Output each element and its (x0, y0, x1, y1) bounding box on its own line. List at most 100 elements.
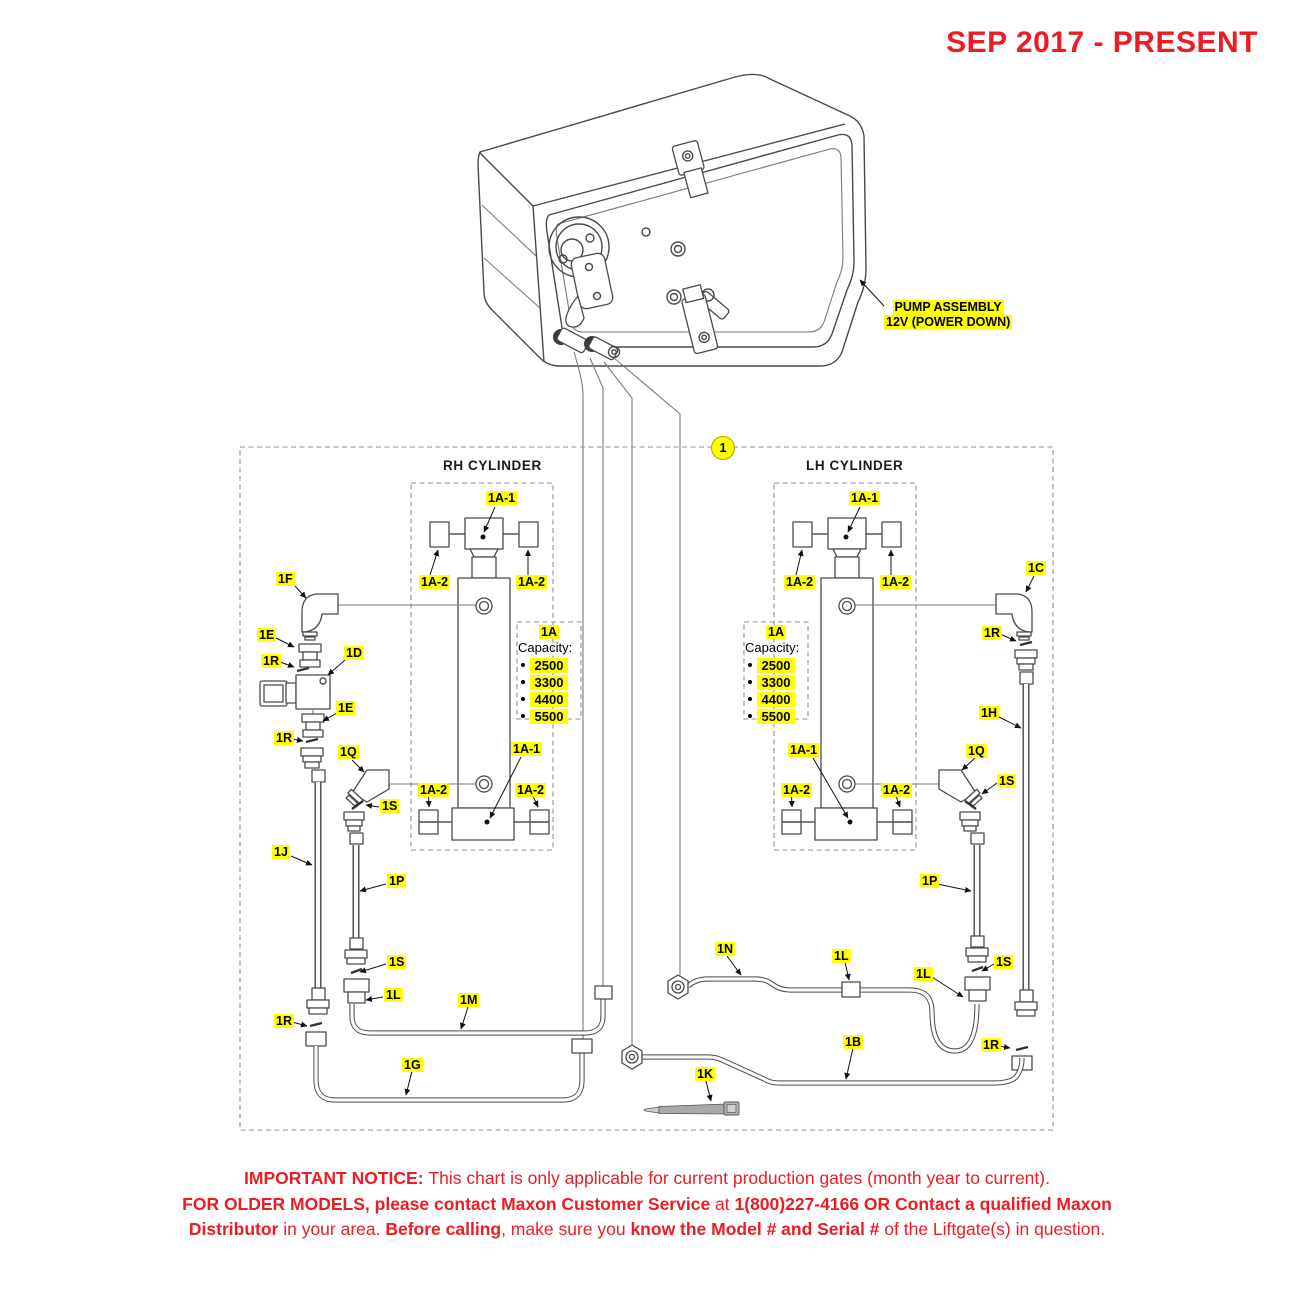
fitting-1e-upper (298, 643, 322, 668)
leader-arrows (275, 279, 1035, 1102)
capacity-heading: Capacity: (518, 640, 573, 655)
part-label-1a-2: 1A-2 (418, 783, 450, 797)
banjo-fitting-1n (667, 974, 689, 1000)
part-label-1q: 1Q (338, 745, 359, 759)
part-label-1s: 1S (380, 799, 400, 813)
fitting-1l-right (964, 976, 991, 1002)
tube-1m (349, 985, 613, 1036)
tube-1b (642, 1054, 1025, 1086)
oring-1r-2 (305, 737, 319, 744)
oring-1r-3 (309, 1021, 323, 1028)
oring-1r-4 (1019, 640, 1033, 647)
capacity-row: 5500 (518, 708, 580, 724)
cable-tie-1k (643, 1101, 740, 1116)
elbow-fitting-1q-right (938, 769, 983, 807)
part-label-1a-2: 1A-2 (516, 575, 548, 589)
part-label-1l: 1L (914, 967, 933, 981)
part-label-1e: 1E (257, 628, 277, 642)
notice-line: IMPORTANT NOTICE: This chart is only app… (244, 1168, 1050, 1188)
notice-line: Distributor in your area. Before calling… (188, 1219, 1106, 1239)
bullet-dot-icon (748, 663, 752, 667)
oring-1r-1 (296, 666, 310, 673)
banjo-fitting-1b (621, 1044, 643, 1070)
pump-assembly-drawing (477, 73, 867, 367)
fitting-1l-inline (841, 981, 861, 998)
oring-1s-4 (971, 965, 984, 973)
part-label-1n: 1N (715, 942, 735, 956)
bullet-dot-icon (521, 714, 525, 718)
capacity-row: 4400 (745, 691, 807, 707)
part-label-1m: 1M (458, 993, 480, 1007)
bullet-dot-icon (748, 697, 752, 701)
capacity-heading: Capacity: (745, 640, 800, 655)
bullet-dot-icon (748, 680, 752, 684)
part-label-1s: 1S (387, 955, 407, 969)
oring-1s-3 (964, 800, 977, 810)
part-label-1a-1: 1A-1 (849, 491, 881, 505)
part-label-1a-1: 1A-1 (486, 491, 518, 505)
pump-label-line1: PUMP ASSEMBLY (892, 300, 1004, 315)
part-label-1p: 1P (920, 874, 940, 888)
capacity-row: 2500 (518, 657, 580, 673)
pump-top-bracket (671, 140, 709, 199)
date-range-header: SEP 2017 - PRESENT (946, 26, 1258, 59)
valve-1d (259, 674, 331, 710)
part-label-1e: 1E (336, 701, 356, 715)
part-label-1j: 1J (272, 845, 290, 859)
important-notice: IMPORTANT NOTICE: This chart is only app… (0, 1166, 1294, 1243)
part-label-1a-1: 1A-1 (511, 742, 543, 756)
pump-label-line2: 12V (POWER DOWN) (884, 315, 1013, 330)
hose-1h (1014, 649, 1038, 1017)
rh-capacity-dashed-box (516, 621, 582, 720)
capacity-row: 5500 (745, 708, 807, 724)
capacity-row: 3300 (745, 674, 807, 690)
part-label-1a-2: 1A-2 (781, 783, 813, 797)
capacity-row: 3300 (518, 674, 580, 690)
notice-line: FOR OLDER MODELS, please contact Maxon C… (182, 1193, 1112, 1214)
part-label-1a-2: 1A-2 (784, 575, 816, 589)
part-label-1r: 1R (981, 1038, 1001, 1052)
part-label-1a-2: 1A-2 (419, 575, 451, 589)
part-label-1b: 1B (843, 1035, 863, 1049)
bullet-dot-icon (748, 714, 752, 718)
assembly-1-badge: 1 (711, 436, 735, 460)
capacity-part-number: 1A (539, 625, 559, 639)
elbow-fitting-1f (301, 593, 339, 641)
part-label-1d: 1D (344, 646, 364, 660)
elbow-fitting-1q-left (345, 769, 390, 807)
bullet-dot-icon (521, 663, 525, 667)
pump-drop-lines (573, 351, 681, 1045)
part-label-1r: 1R (274, 1014, 294, 1028)
rh-cylinder-title: RH CYLINDER (443, 458, 542, 473)
hose-1p-left (343, 811, 368, 965)
part-label-1r: 1R (261, 654, 281, 668)
tube-1g (313, 1038, 593, 1103)
part-label-1l: 1L (384, 988, 403, 1002)
port-lines (338, 604, 998, 785)
part-label-1r: 1R (274, 731, 294, 745)
part-label-1f: 1F (276, 572, 295, 586)
capacity-row: 4400 (518, 691, 580, 707)
part-label-1l: 1L (832, 949, 851, 963)
capacity-part-number: 1A (766, 625, 786, 639)
tube-1n (686, 976, 980, 1054)
lh-cylinder-title: LH CYLINDER (806, 458, 904, 473)
fitting-1e-lower (301, 713, 325, 738)
pump-bottom-bracket (681, 284, 719, 355)
part-label-1p: 1P (387, 874, 407, 888)
part-label-1a-2: 1A-2 (880, 575, 912, 589)
oring-1r-5 (1015, 1045, 1029, 1052)
pump-valve-drawing (565, 252, 614, 328)
part-label-1s: 1S (994, 955, 1014, 969)
hose-1j (306, 769, 330, 1015)
capacity-row: 2500 (745, 657, 807, 673)
oring-1s-1 (351, 800, 364, 810)
elbow-fitting-1c (995, 593, 1033, 641)
pump-assembly-label: PUMP ASSEMBLY 12V (POWER DOWN) (884, 300, 1013, 330)
tube-1g-left-nut (305, 1031, 327, 1047)
part-label-1k: 1K (695, 1067, 715, 1081)
part-label-1h: 1H (979, 706, 999, 720)
lh-capacity-dashed-box (743, 621, 809, 720)
part-label-1a-2: 1A-2 (881, 783, 913, 797)
